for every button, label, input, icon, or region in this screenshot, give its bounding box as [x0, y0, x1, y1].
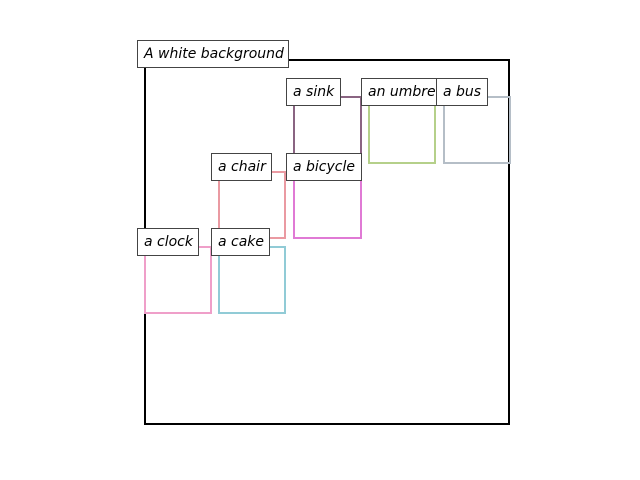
- cake-box: [218, 246, 286, 314]
- umbrella-box: [368, 96, 436, 164]
- sink-label: a sink: [286, 78, 341, 106]
- chair-label: a chair: [211, 153, 272, 181]
- bus-box: [443, 96, 511, 164]
- bicycle-label: a bicycle: [286, 153, 362, 181]
- caption-label: A white background: [137, 40, 289, 68]
- clock-box: [144, 246, 212, 314]
- bus-label: a bus: [436, 78, 488, 106]
- bicycle-box: [293, 171, 362, 239]
- cake-label: a cake: [211, 228, 270, 256]
- clock-label: a clock: [137, 228, 199, 256]
